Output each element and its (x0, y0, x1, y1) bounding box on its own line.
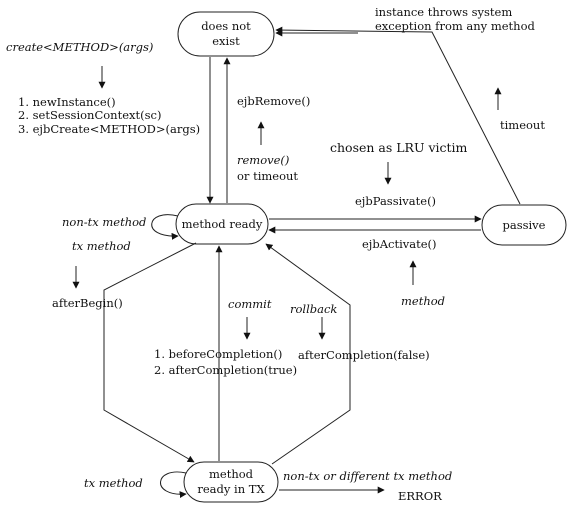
state-method-ready-in-tx: method ready in TX (183, 461, 279, 503)
create-method-label: create<METHOD>(args) (6, 40, 153, 54)
instance-throws-label-line2: exception from any method (375, 19, 535, 33)
timeout-label: timeout (500, 118, 545, 132)
create-step-3: 3. ejbCreate<METHOD>(args) (18, 122, 200, 136)
non-tx-method-label: non-tx method (62, 215, 146, 229)
after-completion-false-label: afterCompletion(false) (298, 348, 430, 362)
ejb-remove-label: ejbRemove() (237, 94, 310, 108)
state-passive: passive (481, 204, 567, 246)
ejb-passivate-label: ejbPassivate() (355, 194, 436, 208)
state-method-ready-in-tx-line2: ready in TX (197, 482, 265, 496)
tx-method-transition-arrow (103, 242, 197, 463)
tx-method-top-label: tx method (72, 239, 131, 253)
rollback-transition-arrow (265, 243, 351, 465)
commit-step-1: 1. beforeCompletion() (154, 347, 282, 361)
rollback-label: rollback (290, 302, 337, 316)
lru-victim-label: chosen as LRU victim (330, 140, 468, 155)
state-method-ready-label: method ready (182, 217, 263, 231)
non-tx-method-self-loop (151, 214, 179, 240)
state-does-not-exist-line2: exist (212, 34, 240, 48)
ejb-activate-label: ejbActivate() (362, 237, 437, 251)
state-method-ready-in-tx-line1: method (209, 467, 254, 481)
error-label: ERROR (398, 489, 442, 503)
commit-label: commit (228, 297, 272, 311)
after-begin-label: afterBegin() (52, 296, 123, 310)
state-passive-label: passive (502, 218, 545, 232)
or-timeout-label: or timeout (237, 169, 298, 183)
create-step-2: 2. setSessionContext(sc) (18, 108, 161, 122)
state-does-not-exist-line1: does not (201, 19, 251, 33)
state-does-not-exist: does not exist (177, 11, 275, 57)
non-tx-or-different-label: non-tx or different tx method (283, 469, 452, 483)
timeout-transition-arrow (275, 26, 521, 205)
create-step-1: 1. newInstance() (18, 95, 116, 109)
method-label: method (401, 294, 445, 308)
remove-label: remove() (237, 153, 289, 167)
state-method-ready: method ready (175, 203, 269, 245)
commit-step-2: 2. afterCompletion(true) (154, 363, 297, 377)
tx-method-bottom-label: tx method (84, 476, 143, 490)
tx-method-self-loop (160, 471, 187, 499)
instance-throws-label-line1: instance throws system (375, 5, 512, 19)
